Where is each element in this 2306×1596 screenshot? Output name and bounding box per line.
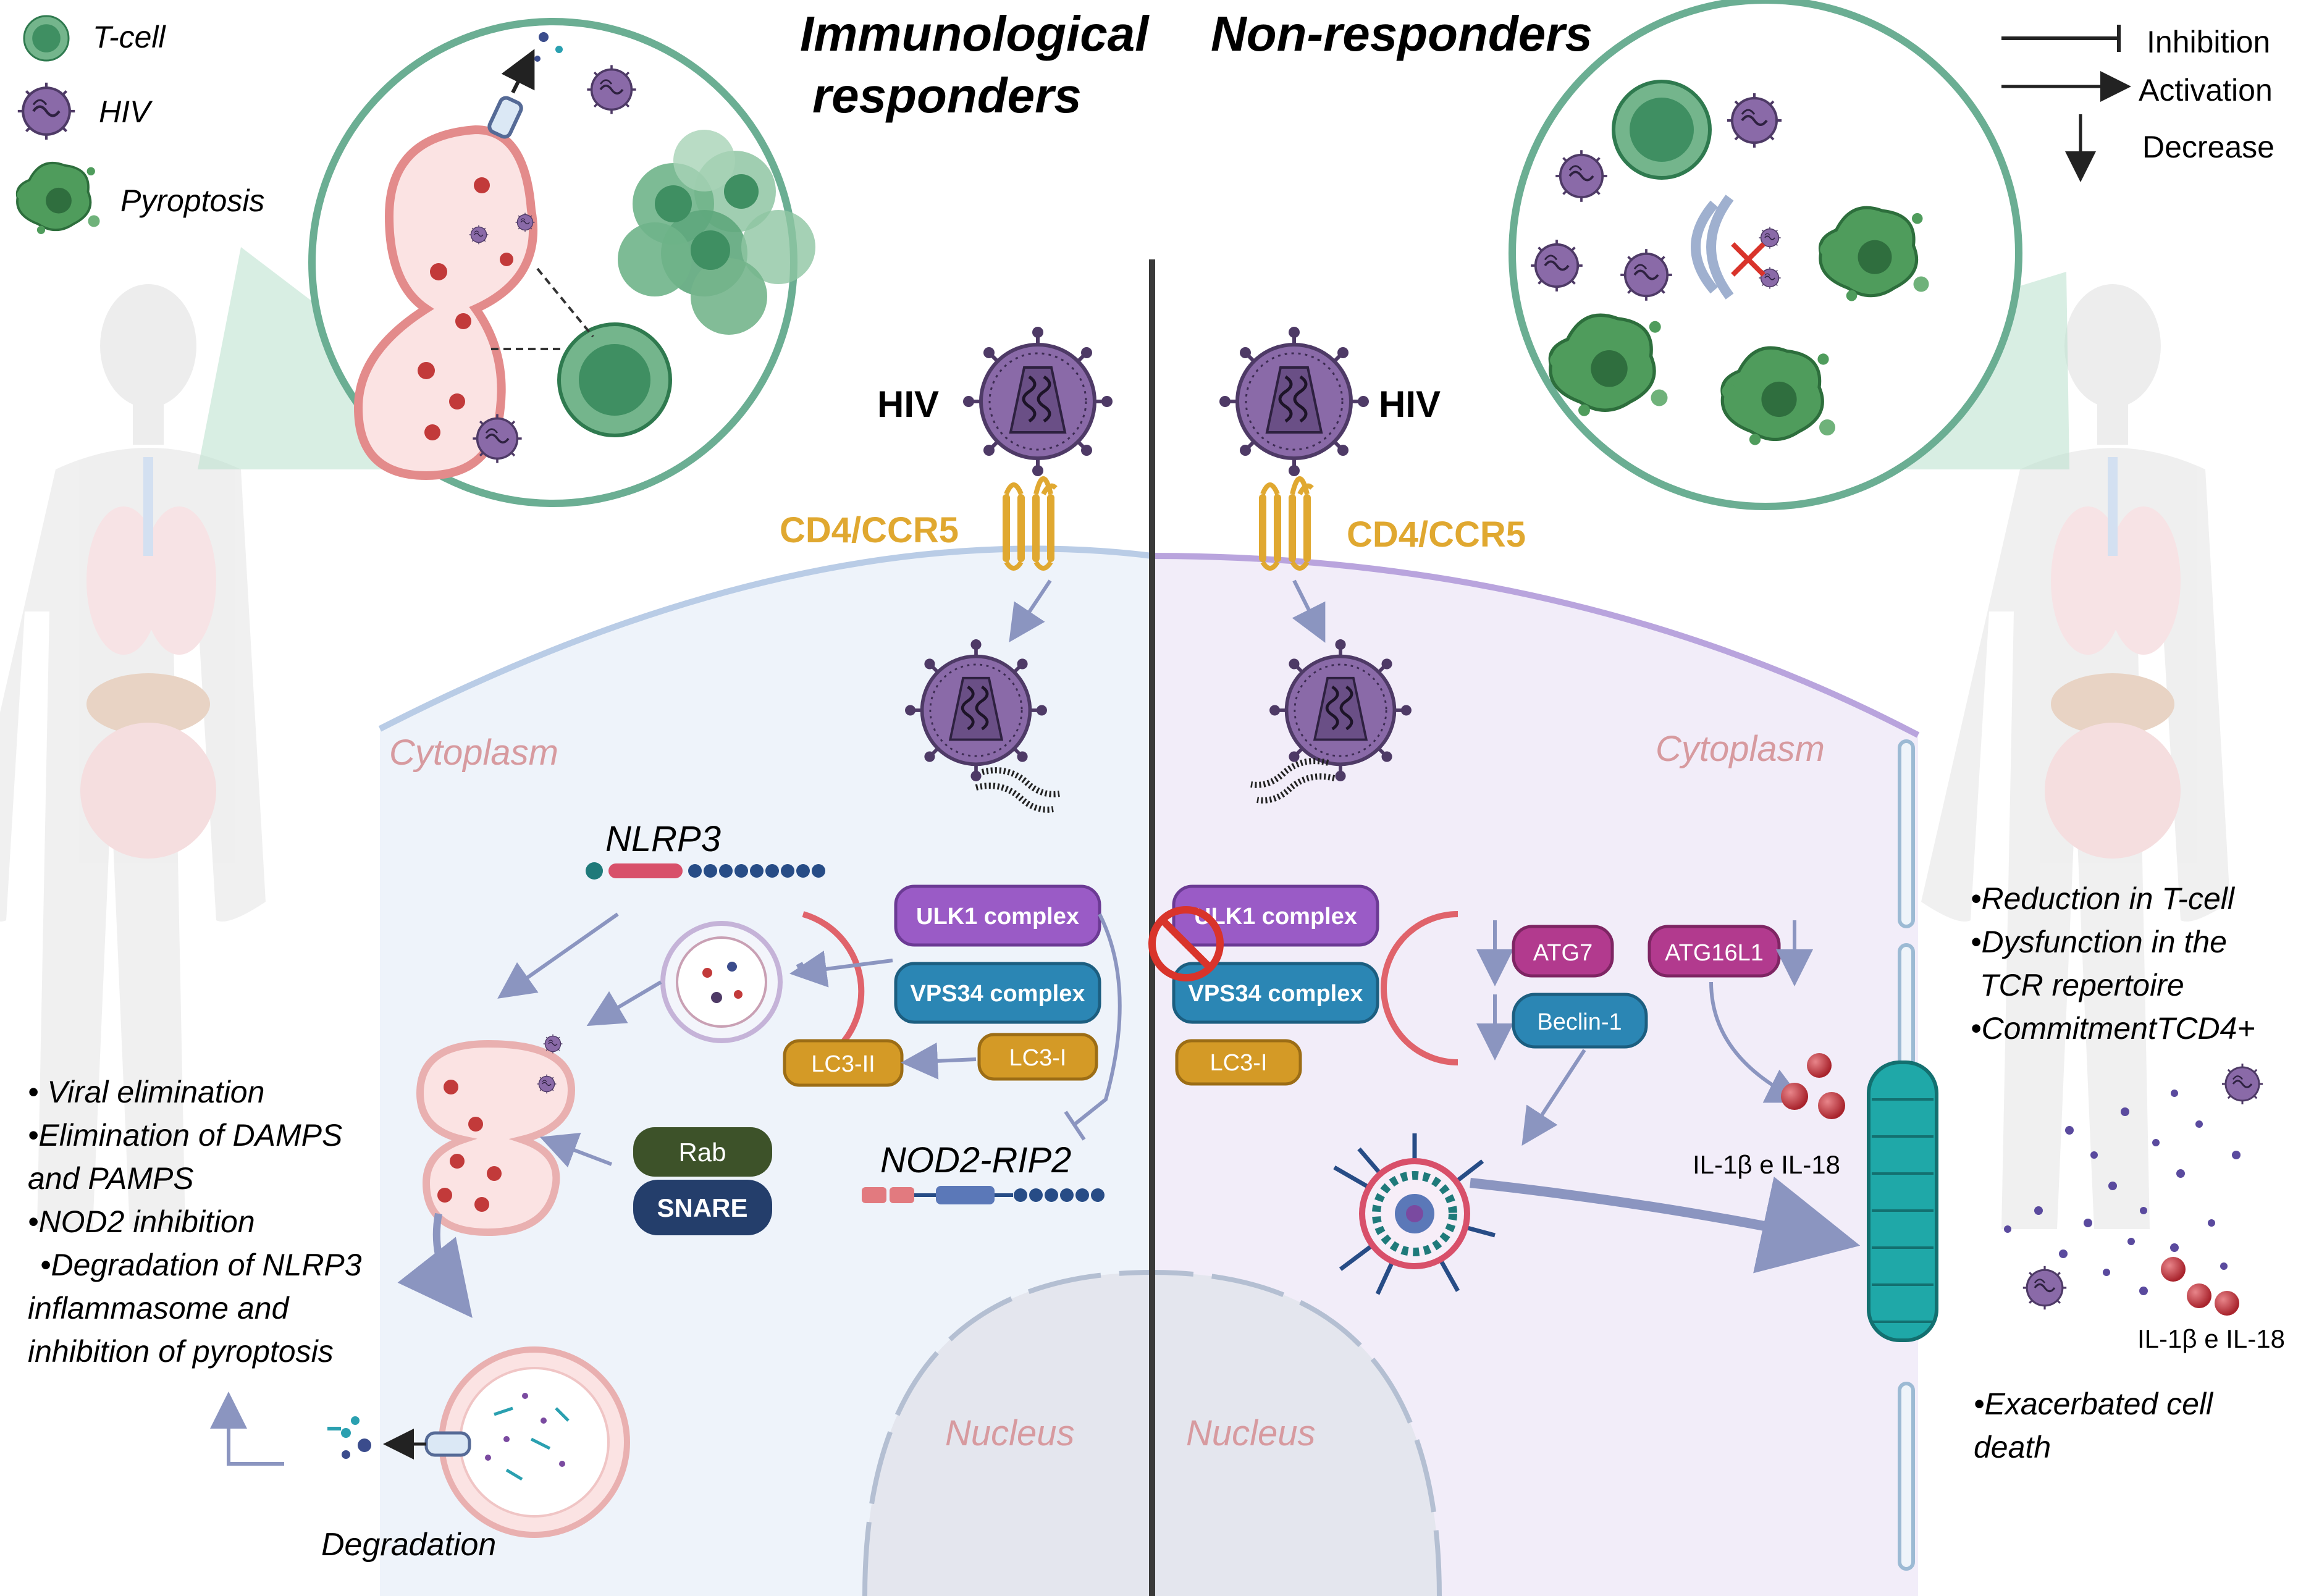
right-outcomes-list: •Reduction in T-cell •Dysfunction in the…	[1971, 881, 2255, 1046]
legend-hiv-label: HIV	[99, 94, 153, 129]
legend-arrows: Inhibition Activation Decrease	[2001, 25, 2274, 182]
nlrp3-inflammasome-icon	[1333, 1133, 1496, 1295]
beclin1-label: Beclin-1	[1537, 1009, 1622, 1035]
header-left-line1: Immunological	[800, 6, 1150, 61]
tcell-icon	[23, 15, 70, 62]
rab-label: Rab	[678, 1138, 726, 1167]
right-vps34-label: VPS34 complex	[1188, 981, 1363, 1007]
right-hiv-virion-icon	[1219, 327, 1369, 476]
nod2-rip2-protein-icon	[862, 1186, 1105, 1204]
right-cytoplasm-label: Cytoplasm	[1656, 729, 1825, 769]
il-outer-label: IL-1β e IL-18	[2137, 1324, 2285, 1353]
legend-decrease-label: Decrease	[2142, 130, 2274, 164]
pyroptosis-icon	[15, 161, 101, 235]
right-receptor-label: CD4/CCR5	[1347, 514, 1526, 555]
atg7-label: ATG7	[1533, 940, 1593, 966]
left-cytoplasm-label: Cytoplasm	[389, 733, 558, 773]
il1b-il18-cluster-inner	[1781, 1053, 1845, 1119]
nlrp3-protein-icon	[586, 862, 825, 880]
right-receptor-icon	[1259, 479, 1312, 568]
right-phagophore	[1381, 911, 1458, 1065]
left-cell-membrane	[378, 545, 1153, 732]
snare-protein	[633, 1180, 772, 1235]
left-outcome-6: inflammasome and	[28, 1291, 290, 1325]
il-inner-label: IL-1β e IL-18	[1693, 1150, 1840, 1179]
right-zoom-circle	[1509, 0, 2022, 510]
left-inhibition-line	[1074, 913, 1122, 1126]
legend-pyroptosis-label: Pyroptosis	[120, 183, 264, 218]
right-hiv-label: HIV	[1379, 384, 1441, 425]
header-left-line2: responders	[812, 68, 1082, 123]
degradation-label: Degradation	[321, 1527, 496, 1563]
left-vps34-complex	[894, 962, 1101, 1024]
left-hiv-label: HIV	[877, 384, 939, 425]
left-ulk1-label: ULK1 complex	[916, 904, 1079, 930]
right-outcome-1: •Reduction in T-cell	[1971, 881, 2236, 916]
left-outcome-1: • Viral elimination	[28, 1075, 264, 1109]
right-outcome-2: •Dysfunction in the	[1971, 925, 2227, 959]
right-outcome-3: TCR repertoire	[1980, 968, 2184, 1002]
left-lc3i	[977, 1033, 1098, 1081]
right-nucleus-label: Nucleus	[1186, 1413, 1316, 1453]
left-nlrp3-label: NLRP3	[605, 819, 721, 859]
death-label-line2: death	[1974, 1430, 2051, 1464]
atg16l1-label: ATG16L1	[1665, 940, 1764, 966]
right-human-silhouette	[1921, 284, 2230, 1229]
left-outcome-5: •Degradation of NLRP3	[40, 1248, 362, 1282]
released-particles	[2004, 1062, 2264, 1316]
left-internalized-virion-icon	[905, 639, 1047, 781]
left-lc3i-label: LC3-I	[1009, 1045, 1067, 1071]
right-outcome-4: •CommitmentTCD4+	[1971, 1011, 2255, 1046]
left-outcome-7: inhibition of pyroptosis	[28, 1334, 334, 1369]
left-outcome-3: and PAMPS	[28, 1161, 194, 1196]
left-lc3ii-label: LC3-II	[811, 1051, 875, 1077]
right-vps34-complex	[1172, 962, 1379, 1024]
left-lysosome	[424, 1346, 630, 1538]
beclin1-protein	[1512, 993, 1648, 1049]
snare-label: SNARE	[657, 1193, 747, 1222]
hiv-icon	[18, 83, 75, 140]
left-outcome-2: •Elimination of DAMPS	[28, 1118, 342, 1153]
header-right: Non-responders	[1211, 6, 1593, 61]
left-hiv-virion-icon	[963, 327, 1113, 476]
right-internalized-virion-icon	[1269, 639, 1412, 781]
legend-activation-label: Activation	[2139, 73, 2273, 107]
left-zoom-circle	[308, 18, 815, 507]
degradation-products-icon	[327, 1416, 371, 1459]
rab-protein	[633, 1127, 772, 1177]
left-autolysosome	[416, 1033, 576, 1237]
right-lc3i	[1175, 1039, 1302, 1086]
left-outcomes-list: • Viral elimination •Elimination of DAMP…	[28, 1075, 362, 1369]
left-vps34-label: VPS34 complex	[910, 981, 1085, 1007]
left-nod2-label: NOD2-RIP2	[880, 1140, 1071, 1180]
death-label-line1: •Exacerbated cell	[1974, 1387, 2214, 1421]
legend-tcell-label: T-cell	[93, 20, 167, 54]
left-nucleus-label: Nucleus	[945, 1413, 1075, 1453]
legend-inhibition-label: Inhibition	[2147, 25, 2270, 59]
blocked-icon	[1148, 906, 1224, 981]
gasdermin-pore-icon	[1867, 1060, 1938, 1342]
legend-species: T-cell HIV Pyroptosis	[15, 15, 264, 235]
right-lc3i-label: LC3-I	[1210, 1050, 1268, 1076]
left-autophagosome	[660, 921, 783, 1043]
right-ulk1-label: ULK1 complex	[1194, 904, 1357, 930]
atg7-protein	[1512, 925, 1614, 978]
left-receptor-label: CD4/CCR5	[780, 510, 959, 550]
left-human-silhouette	[0, 284, 266, 1229]
left-outcome-4: •NOD2 inhibition	[28, 1204, 255, 1239]
